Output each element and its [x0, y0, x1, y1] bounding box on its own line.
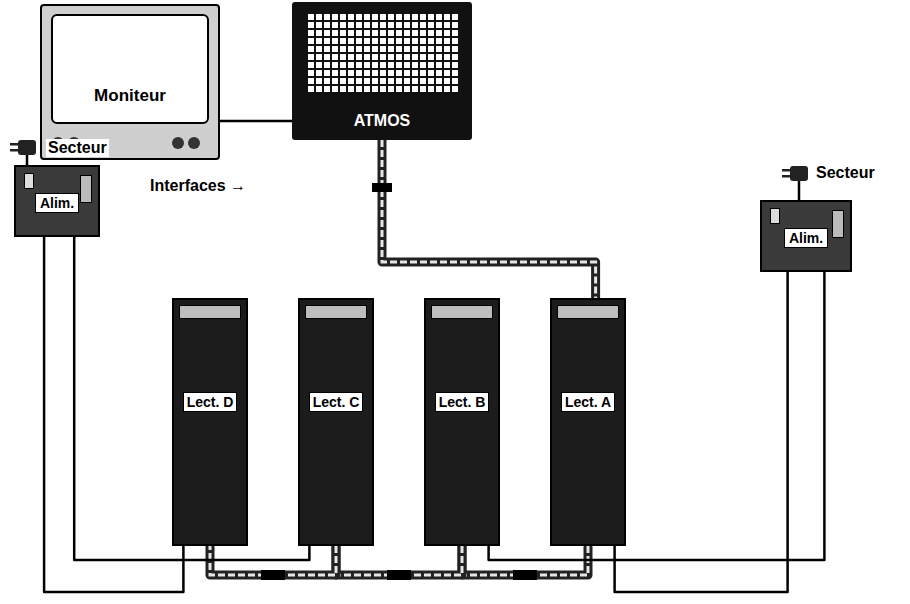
cable-line: [44, 237, 183, 592]
drive-slot: [431, 305, 493, 319]
power-cable: [220, 121, 292, 122]
drive-slot: [557, 305, 619, 319]
monitor: Moniteur: [40, 4, 220, 160]
psu-label-area: Alim.: [762, 228, 850, 248]
drive-label-area: Lect. C: [300, 392, 372, 412]
node-label: Lect. C: [309, 392, 364, 412]
psu-panel: [832, 210, 844, 238]
node-label: Alim.: [784, 228, 828, 248]
power-supply: Alim.: [760, 200, 852, 272]
drive-label-area: Lect. D: [174, 392, 246, 412]
computer-unit: ATMOS: [292, 2, 472, 140]
power-cable: [615, 272, 788, 592]
monitor-screen: Moniteur: [51, 14, 209, 124]
drive-slot: [179, 305, 241, 319]
node-label: ATMOS: [354, 112, 411, 129]
cable-line: [220, 120, 292, 123]
node-label: Lect. D: [183, 392, 238, 412]
ribbon-body: [382, 140, 596, 298]
cable-line: [615, 272, 788, 592]
node-label: Lect. B: [435, 392, 490, 412]
power-supply: Alim.: [14, 165, 100, 237]
power-cable: [44, 237, 183, 592]
interface-connector: [372, 183, 392, 192]
monitor-knob: [188, 137, 200, 149]
psu-panel: [80, 175, 92, 203]
node-label: Lect. A: [561, 392, 615, 412]
drive-slot: [305, 305, 367, 319]
mains-plug: [10, 140, 36, 165]
psu-switch: [770, 208, 780, 224]
node-label: Moniteur: [94, 86, 166, 106]
disk-drive: Lect. D: [172, 298, 248, 546]
drive-label-area: Lect. B: [426, 392, 498, 412]
disk-drive: Lect. C: [298, 298, 374, 546]
mains-label: Secteur: [46, 139, 109, 157]
cable-line: [74, 237, 309, 560]
ribbon-stripes: [382, 140, 596, 298]
ribbon-connector: [513, 570, 537, 580]
ribbon-cable: [382, 140, 596, 298]
disk-drive: Lect. B: [424, 298, 500, 546]
psu-label-area: Alim.: [16, 193, 98, 213]
mains-plug: [782, 166, 808, 200]
ribbon-connector: [261, 570, 285, 580]
psu-switch: [24, 173, 34, 189]
ribbon-connector: [387, 570, 411, 580]
interface-callout: Interfaces →: [148, 177, 248, 195]
node-label: Alim.: [35, 193, 79, 213]
power-cable: [74, 237, 309, 560]
disk-drive: Lect. A: [550, 298, 626, 546]
cable-line: [489, 272, 825, 560]
mains-label: Secteur: [814, 164, 877, 182]
computer-label-area: ATMOS: [292, 112, 472, 130]
monitor-knob: [172, 137, 184, 149]
power-cable: [489, 272, 825, 560]
drive-label-area: Lect. A: [552, 392, 624, 412]
keyboard-grid: [304, 10, 460, 96]
